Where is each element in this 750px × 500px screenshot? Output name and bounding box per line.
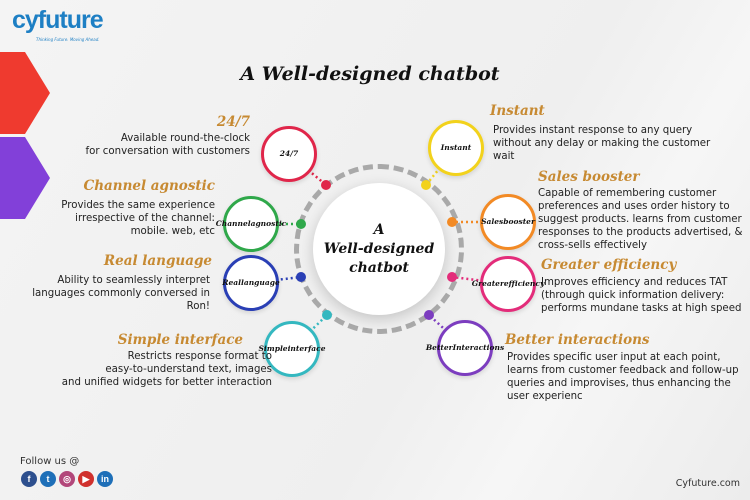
center-line: chatbot — [349, 259, 409, 276]
dashed-ring — [294, 164, 464, 334]
description-line: Ability to seamlessly interpret — [57, 275, 210, 286]
description-line: without any delay or making the customer — [493, 138, 711, 149]
description-line: (through quick information delivery: — [541, 290, 725, 301]
linkedin-icon[interactable]: in — [97, 471, 113, 487]
circle-label: Better — [425, 343, 453, 352]
description-line: user experienc — [507, 391, 583, 402]
connector-simple-interface — [291, 314, 328, 350]
connector-24-7 — [288, 153, 327, 186]
feature-heading-better-interactions: Better interactions — [505, 332, 650, 348]
description-line: and unified widgets for better interacti… — [61, 377, 272, 388]
circle-label: efficiency — [503, 279, 545, 288]
center-circle: A Well-designed chatbot — [313, 183, 445, 315]
description-line: Provides the same experience — [61, 200, 215, 211]
circle-label: Channel — [215, 219, 251, 228]
description-line: Provides specific user input at each poi… — [507, 352, 721, 363]
feature-description-sales-booster: Capable of remembering customer preferenc… — [538, 187, 742, 252]
feature-heading-sales-booster: Sales booster — [538, 169, 640, 185]
description-line: queries and improvises, thus enhancing t… — [507, 378, 731, 389]
center-line: A — [373, 221, 385, 238]
feature-description-real-language: Ability to seamlessly interpret languages… — [32, 274, 210, 313]
site-url[interactable]: Cyfuture.com — [675, 478, 740, 489]
feature-description-better-interactions: Provides specific user input at each poi… — [507, 351, 739, 403]
circle-label: Simple — [258, 344, 288, 353]
description-line: performs mundane tasks at high speed — [541, 303, 742, 314]
description-line: Restricts response format to — [127, 351, 272, 362]
circle-label: agnostic — [250, 219, 287, 228]
description-line: Provides instant response to any query — [493, 125, 693, 136]
ring-dot-instant — [421, 180, 431, 190]
description-line: cross-sells effectively — [538, 240, 648, 251]
circle-label: language — [241, 278, 280, 287]
description-line: Improves efficiency and reduces TAT — [541, 277, 728, 288]
ring-dot-greater-efficiency — [447, 272, 457, 282]
description-line: Ron! — [186, 301, 210, 312]
follow-us-label: Follow us @ — [20, 456, 80, 467]
cyfuture-logo: cyfuture — [12, 6, 104, 34]
description-line: preferences and uses order history to — [538, 201, 730, 212]
feature-heading-simple-interface: Simple interface — [117, 332, 243, 348]
center-line: Well-designed — [323, 240, 435, 257]
logo-tagline: Thinking Future. Moving Ahead. — [36, 37, 100, 42]
page-title: A Well-designed chatbot — [240, 63, 500, 85]
description-line: mobile. web, etc — [130, 226, 215, 237]
circle-label: 24/7 — [279, 149, 299, 158]
ring-dot-real-language — [296, 272, 306, 282]
description-line: wait — [493, 151, 515, 162]
connector-better-interactions — [428, 314, 466, 349]
circle-label: Interactions — [452, 343, 505, 352]
feature-description-24-7: Available round-the-clock for conversatio… — [86, 132, 250, 158]
youtube-icon[interactable]: ▶ — [78, 471, 94, 487]
instagram-icon[interactable]: ◎ — [59, 471, 75, 487]
circle-label: Sales — [481, 217, 504, 226]
circle-label: Greater — [471, 279, 504, 288]
feature-description-instant: Provides instant response to any query wi… — [493, 124, 710, 163]
description-line: Capable of remembering customer — [538, 188, 717, 199]
feature-circle-instant: Instant — [428, 120, 484, 176]
description-line: easy-to-understand text, images — [105, 364, 272, 375]
description-line: irrespective of the channel: — [75, 213, 215, 224]
ring-dot-better-interactions — [424, 310, 434, 320]
facebook-icon[interactable]: f — [21, 471, 37, 487]
circle-label: booster — [503, 217, 535, 226]
feature-heading-greater-efficiency: Greater efficiency — [541, 257, 677, 273]
ring-dot-24-7 — [321, 180, 331, 190]
ring-dot-simple-interface — [322, 310, 332, 320]
description-line: Available round-the-clock — [120, 133, 250, 144]
circle-label: Instant — [440, 143, 472, 152]
circle-label: Real — [222, 278, 241, 287]
feature-heading-real-language: Real language — [103, 253, 212, 269]
description-line: learns from customer feedback and follow… — [507, 365, 739, 376]
description-line: for conversation with customers — [85, 146, 250, 157]
feature-description-simple-interface: Restricts response format to easy-to-unde… — [62, 350, 272, 389]
twitter-icon[interactable]: t — [40, 471, 56, 487]
feature-circle-24-7: 24/7 — [261, 126, 317, 182]
circle-label: interface — [287, 344, 326, 353]
feature-description-greater-efficiency: Improves efficiency and reduces TAT (thro… — [541, 276, 741, 315]
description-line: responses to the products advertised, & — [538, 227, 743, 238]
ring-dot-channel-agnostic — [296, 219, 306, 229]
feature-heading-instant: Instant — [490, 103, 545, 119]
description-line: languages commonly conversed in — [32, 288, 210, 299]
feature-heading-24-7: 24/7 — [216, 114, 250, 130]
description-line: suggest products. learns from customer — [538, 214, 742, 225]
ring-dot-sales-booster — [447, 217, 457, 227]
feature-heading-channel-agnostic: Channel agnostic — [83, 178, 215, 194]
feature-description-channel-agnostic: Provides the same experience irrespective… — [61, 199, 215, 238]
